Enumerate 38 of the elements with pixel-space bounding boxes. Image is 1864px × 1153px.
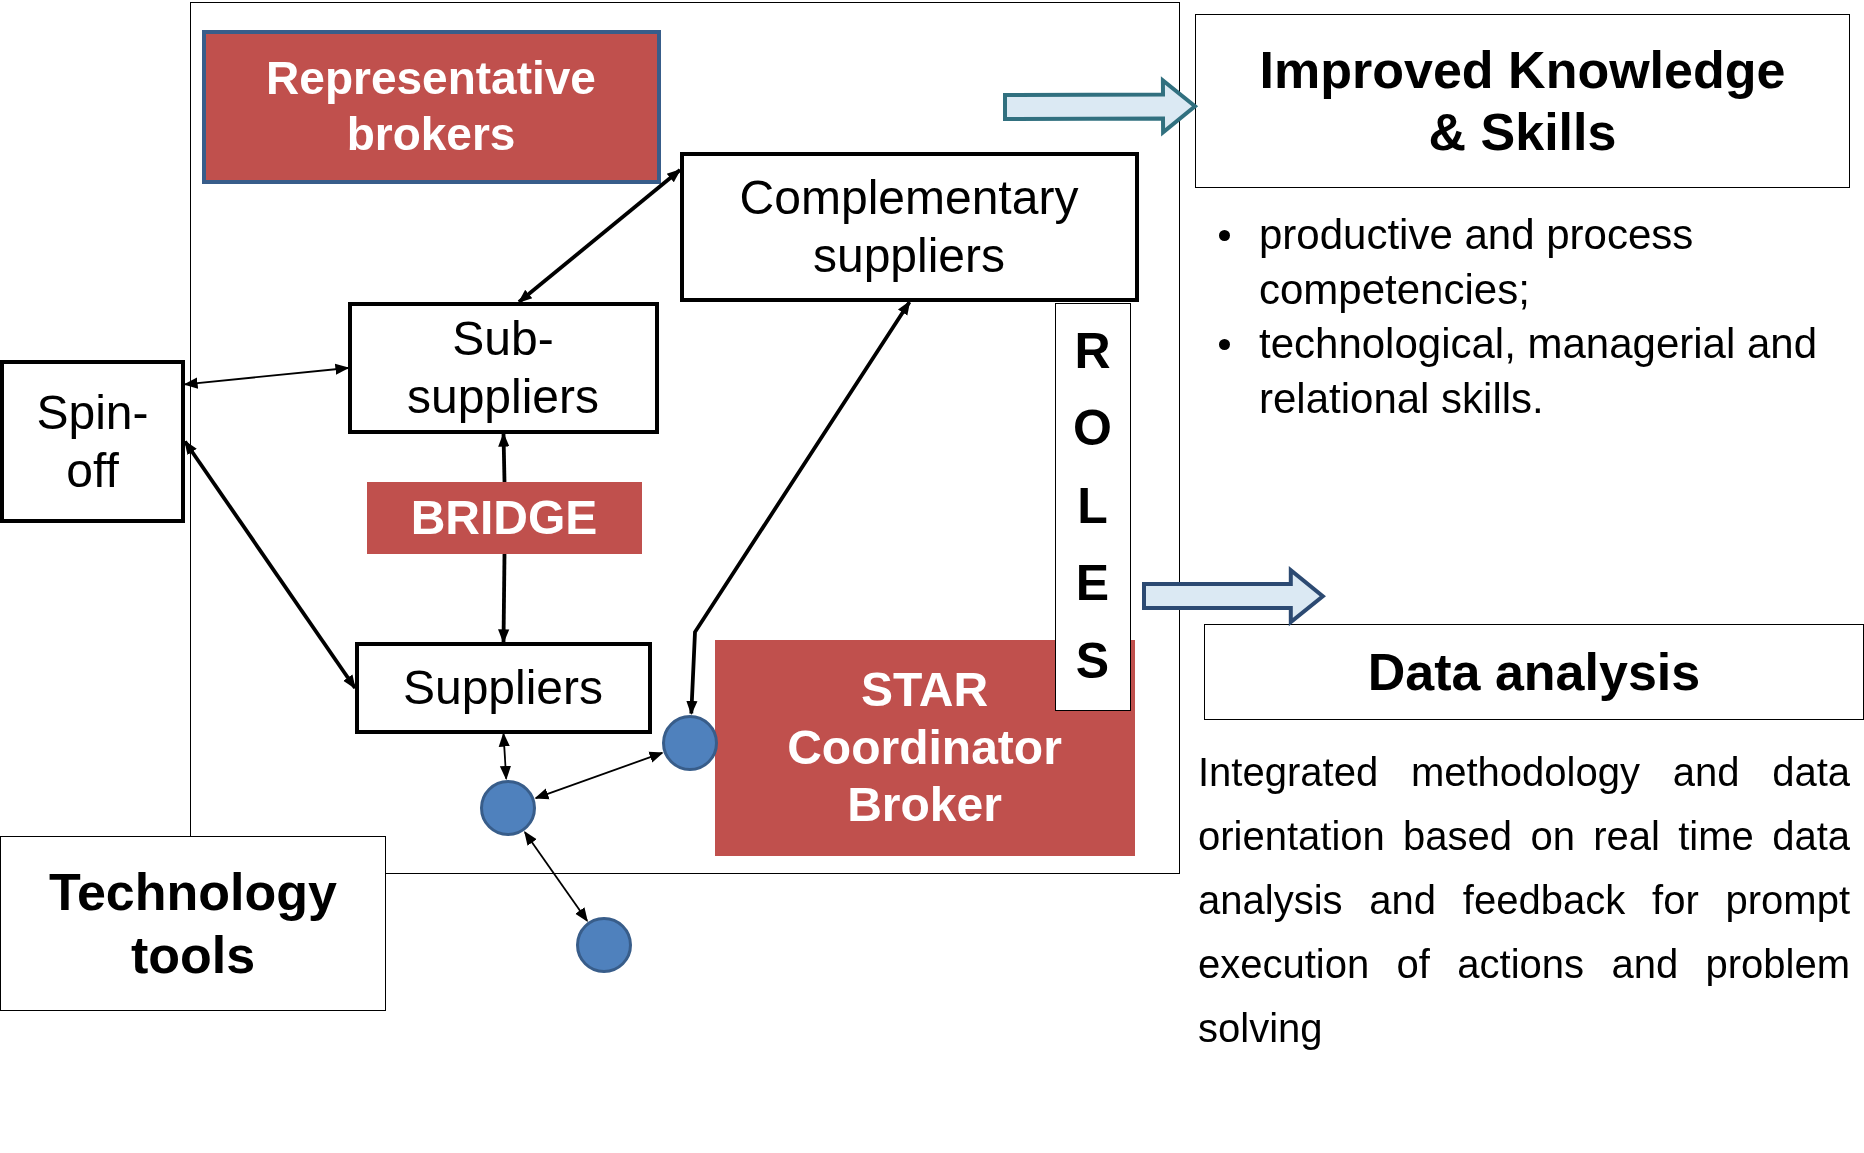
actor-box xyxy=(679,151,1139,302)
arrow xyxy=(183,440,357,690)
box-label: Complementary suppliers xyxy=(738,169,1080,284)
box-label: Data analysis xyxy=(1367,641,1701,703)
box-label: ROLES xyxy=(1072,321,1113,691)
roles-bar xyxy=(1054,302,1131,711)
arrow xyxy=(534,751,664,800)
arrow xyxy=(183,363,350,389)
box-label: Technology tools xyxy=(48,862,338,986)
frame-box xyxy=(190,2,1180,874)
box-label: Suppliers xyxy=(402,659,604,716)
heading-box xyxy=(1204,624,1864,720)
description-text: Integrated methodology and data orientation based on real time data analysis and feedback for prompt execution of actions and problem solving xyxy=(1198,749,1850,1052)
arrow xyxy=(498,732,512,780)
block-arrow xyxy=(1003,76,1199,137)
bullet-text: productive and process competencies; xyxy=(1259,208,1837,318)
box-label: STAR Coordinator Broker xyxy=(786,662,1063,834)
broker-box xyxy=(366,481,642,554)
broker-box xyxy=(714,639,1135,856)
arrow xyxy=(498,432,510,483)
actor-box xyxy=(354,641,652,734)
box-label: Sub-suppliers xyxy=(405,310,601,425)
box-label: Spin-off xyxy=(35,384,150,499)
bullet-text: technological, managerial and relational skills. xyxy=(1259,317,1837,427)
arrow xyxy=(686,300,912,715)
broker-box xyxy=(201,29,661,184)
block-arrow xyxy=(1142,565,1326,627)
heading-box xyxy=(0,836,386,1011)
actor-box xyxy=(0,360,185,523)
arrow xyxy=(517,168,682,304)
actor-box xyxy=(347,301,659,434)
arrow xyxy=(498,554,510,644)
node-circle xyxy=(576,917,632,973)
box-label: BRIDGE xyxy=(410,489,598,546)
arrow xyxy=(524,831,588,922)
box-label: Improved Knowledge & Skills xyxy=(1258,39,1787,163)
heading-box xyxy=(1195,14,1850,188)
box-label: Representative brokers xyxy=(265,51,597,162)
